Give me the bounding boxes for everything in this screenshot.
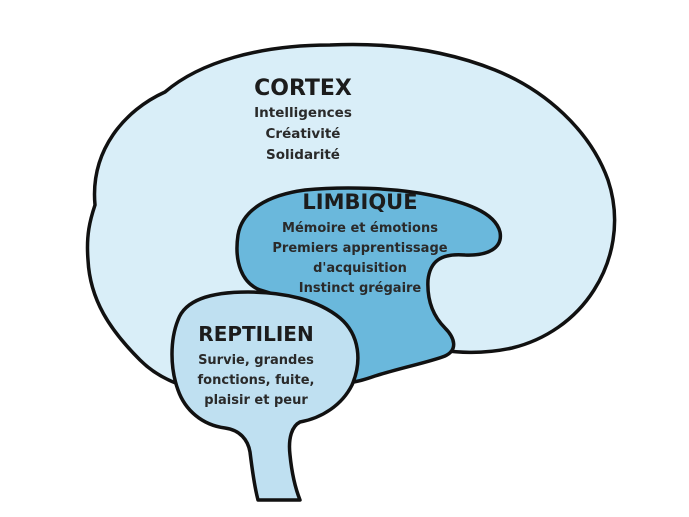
cortex-line: Créativité	[266, 126, 341, 142]
reptilian-line: Survie, grandes	[198, 353, 314, 368]
limbic-line: Instinct grégaire	[299, 281, 422, 296]
limbic-title: LIMBIQUE	[302, 190, 417, 214]
reptilian-shape	[170, 290, 360, 502]
cortex-line: Intelligences	[254, 105, 352, 121]
reptilian-line: plaisir et peur	[204, 393, 308, 408]
reptilian-line: fonctions, fuite,	[198, 373, 315, 388]
cortex-line: Solidarité	[266, 147, 340, 163]
limbic-line: Mémoire et émotions	[282, 221, 438, 236]
limbic-line: d'acquisition	[313, 261, 407, 276]
cortex-title: CORTEX	[254, 76, 352, 101]
reptilian-title: REPTILIEN	[198, 322, 313, 346]
limbic-line: Premiers apprentissage	[272, 241, 447, 256]
